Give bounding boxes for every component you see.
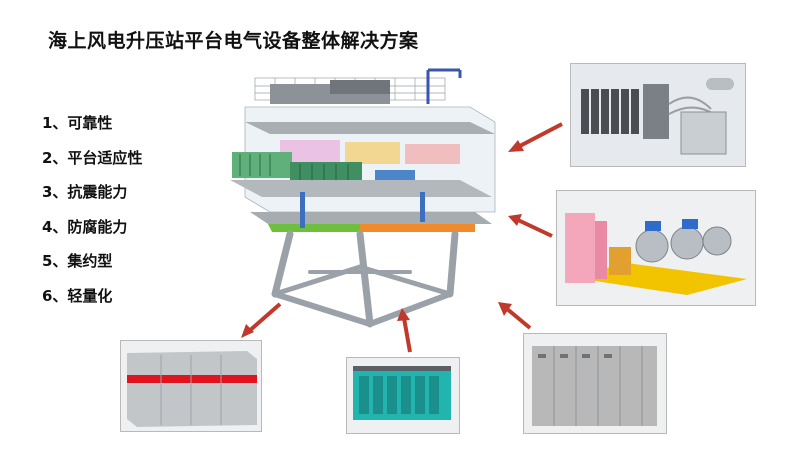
feature-item-compact: 5、集约型 bbox=[42, 252, 113, 270]
feature-item-seismic-resistance: 3、抗震能力 bbox=[42, 183, 128, 201]
feature-item-corrosion-resistance: 4、防腐能力 bbox=[42, 217, 128, 236]
upper-deck bbox=[245, 122, 495, 134]
image-switchgear-cabinets bbox=[346, 357, 460, 434]
crane bbox=[426, 68, 462, 104]
page-title: 海上风电升压站平台电气设备整体解决方案 bbox=[48, 30, 419, 52]
arrow-to-prefab-cabin bbox=[241, 302, 282, 338]
image-transformer bbox=[570, 63, 746, 167]
feature-item-lightweight: 6、轻量化 bbox=[42, 286, 113, 305]
feature-list: 1、可靠性 2、平台适应性 3、抗震能力 4、防腐能力 5、集约型 6、轻量化 bbox=[42, 113, 142, 320]
image-prefab-cabin bbox=[120, 340, 262, 432]
lower-deck bbox=[250, 212, 492, 224]
jacket-structure bbox=[271, 230, 459, 328]
arrow-to-switchgear bbox=[397, 308, 412, 353]
image-gis-switchgear bbox=[556, 190, 756, 306]
feature-item-reliability: 1、可靠性 bbox=[42, 114, 113, 132]
image-lv-cabinets bbox=[523, 333, 667, 434]
arrow-to-transformer bbox=[508, 122, 563, 152]
arrow-to-lv-cabinets bbox=[498, 302, 532, 330]
feature-item-platform-adaptability: 2、平台适应性 bbox=[42, 148, 143, 167]
arrow-to-gis bbox=[508, 214, 553, 238]
offshore-substation-platform-illustration bbox=[230, 68, 496, 328]
middle-deck bbox=[230, 180, 492, 197]
